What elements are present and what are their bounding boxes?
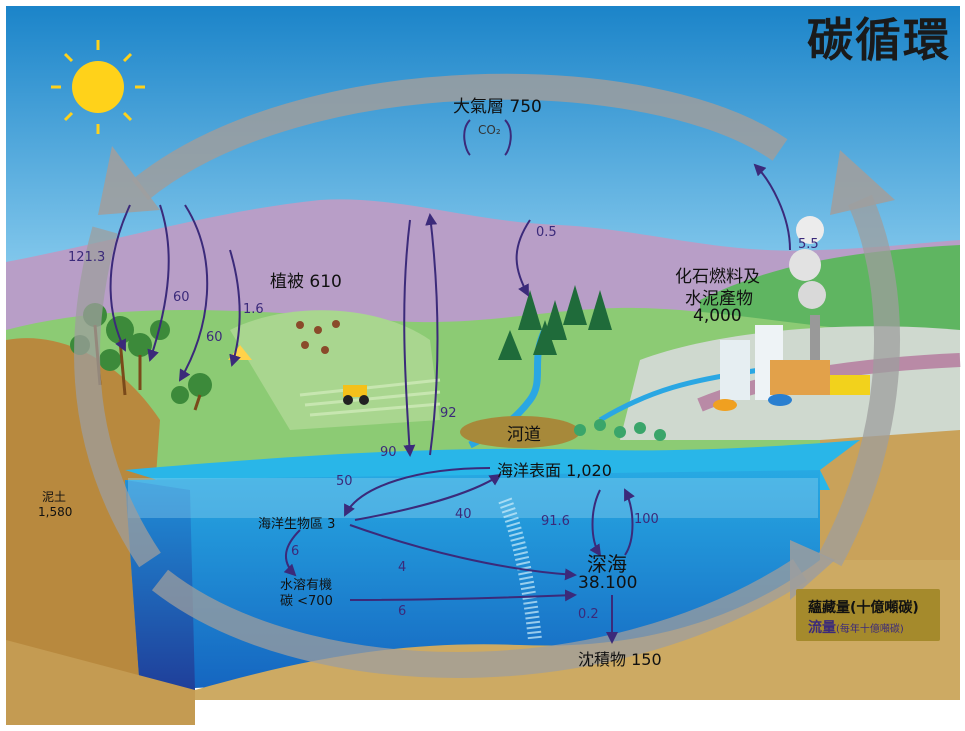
river-trees bbox=[574, 419, 666, 441]
flux-60-b: 60 bbox=[206, 330, 223, 345]
fossil-fuel-label-2: 水泥產物 bbox=[685, 289, 753, 309]
cattle bbox=[296, 320, 340, 354]
cycle-arrow-bottom bbox=[151, 559, 808, 678]
city bbox=[713, 216, 870, 411]
sediments-stock: 沈積物 150 bbox=[578, 650, 662, 669]
legend-flux-text: 流量 bbox=[808, 620, 836, 636]
sun-rays bbox=[51, 40, 145, 134]
flux-0-5: 0.5 bbox=[536, 225, 557, 240]
flux-90: 90 bbox=[380, 445, 397, 460]
ocean-surface-stock: 海洋表面 1,020 bbox=[497, 461, 612, 480]
field-rows bbox=[299, 378, 441, 417]
cycle-arrow-top bbox=[131, 73, 788, 201]
cycle-arrowhead-left bbox=[98, 146, 160, 215]
soil-label: 泥土 bbox=[42, 490, 67, 504]
flux-5-5: 5.5 bbox=[798, 237, 819, 252]
dotted-layer bbox=[128, 478, 818, 518]
flux-100: 100 bbox=[634, 512, 659, 527]
flux-50: 50 bbox=[336, 474, 353, 489]
marine-biota-stock: 海洋生物區 3 bbox=[258, 517, 336, 532]
flux-lines bbox=[109, 119, 791, 644]
flux-4: 4 bbox=[398, 560, 407, 575]
co2-label: CO₂ bbox=[478, 123, 501, 137]
flux-92: 92 bbox=[440, 406, 457, 421]
deep-ocean-stock: 38.100 bbox=[578, 573, 638, 593]
cycle-arrowhead-right bbox=[830, 150, 895, 215]
bottom-soil bbox=[6, 640, 195, 725]
legend-stock-label: 蘊藏量(十億噸碳) bbox=[808, 600, 919, 616]
legend-flux-unit: (每年十億噸碳) bbox=[836, 624, 904, 635]
soil-cliff bbox=[6, 338, 160, 700]
doc-label-1: 水溶有機 bbox=[280, 578, 333, 593]
atmosphere-stock: 大氣層 750 bbox=[453, 97, 542, 117]
flux-40: 40 bbox=[455, 507, 472, 522]
flux-6-b: 6 bbox=[398, 604, 407, 619]
flux-0-2: 0.2 bbox=[578, 607, 599, 622]
flux-1-6: 1.6 bbox=[243, 302, 264, 317]
field bbox=[230, 310, 440, 430]
downwelling bbox=[498, 497, 542, 641]
fossil-fuel-label-1: 化石燃料及 bbox=[675, 267, 760, 287]
legend-box: 蘊藏量(十億噸碳) 流量(每年十億噸碳) bbox=[796, 589, 940, 641]
legend-flux-label: 流量(每年十億噸碳) bbox=[808, 617, 904, 637]
cycle-arrow-right bbox=[818, 194, 900, 567]
river-delta bbox=[460, 416, 580, 448]
soil-stock: 1,580 bbox=[38, 505, 73, 519]
doc-label-2: 碳 <700 bbox=[280, 594, 333, 609]
cycle-arrow-left bbox=[73, 226, 161, 568]
tractor bbox=[343, 385, 369, 405]
flux-6-a: 6 bbox=[291, 544, 300, 559]
diagram-title: 碳循環 bbox=[807, 13, 951, 67]
sun bbox=[72, 61, 124, 113]
flux-121-3: 121.3 bbox=[68, 250, 106, 265]
fossil-fuel-stock: 4,000 bbox=[693, 306, 742, 326]
pine-forest bbox=[498, 285, 612, 360]
vegetation-stock: 植被 610 bbox=[270, 272, 342, 292]
flux-91-6: 91.6 bbox=[541, 514, 570, 529]
flux-60-a: 60 bbox=[173, 290, 190, 305]
river-label: 河道 bbox=[507, 425, 541, 445]
deep-ocean-label: 深海 bbox=[587, 552, 627, 576]
